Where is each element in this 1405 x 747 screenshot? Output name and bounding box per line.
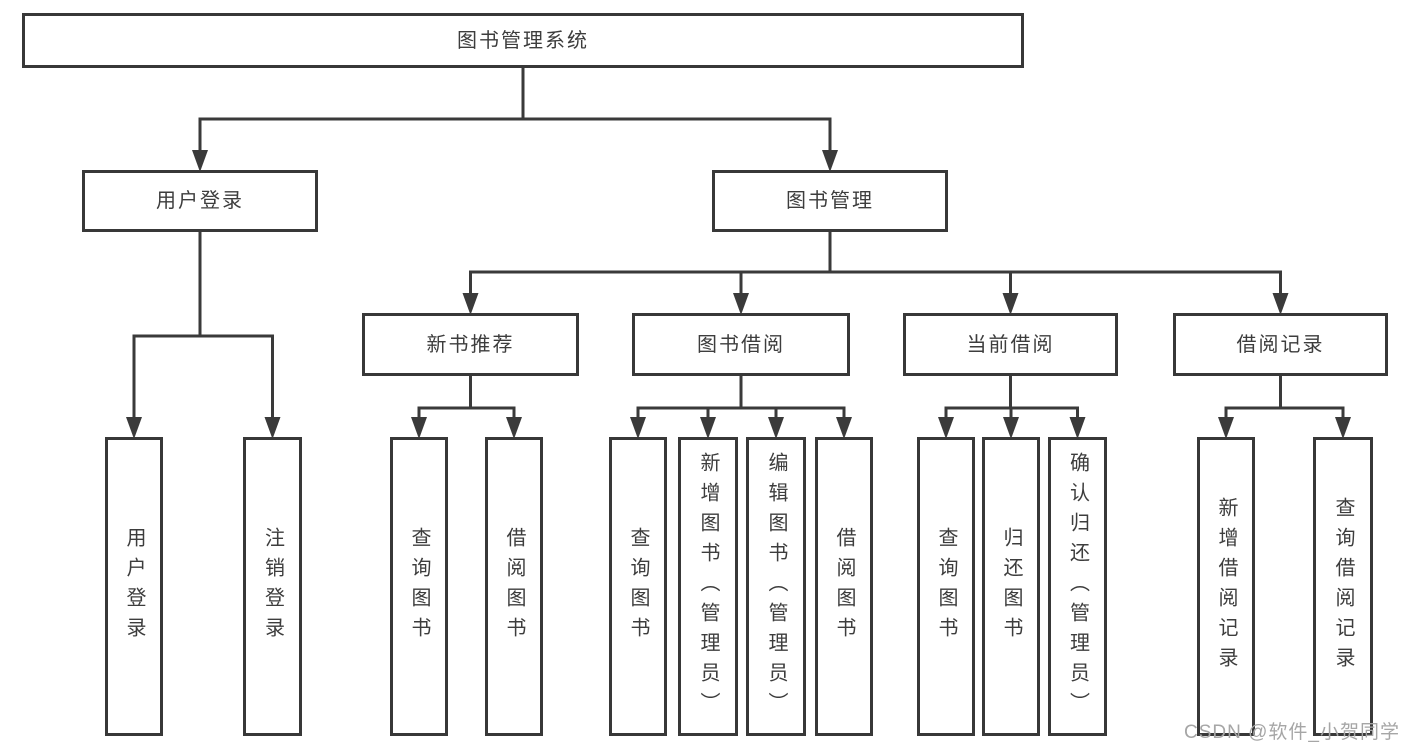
node-borrow-books-under-recommend: 借阅图书 [485,437,543,736]
arrowhead-down-icon [506,417,522,439]
node-new-book-recommendation: 新书推荐 [362,313,579,376]
node-confirm-return-admin: 确认归还（管理员） [1048,437,1107,736]
arrowhead-down-icon [1003,417,1019,439]
node-edit-book-admin: 编辑图书（管理员） [746,437,806,736]
arrowhead-down-icon [264,417,281,439]
node-borrow-books-under-borrowing: 借阅图书 [815,437,873,736]
node-query-books-under-borrowing: 查询图书 [609,437,667,736]
node-current-borrowing: 当前借阅 [903,313,1118,376]
node-book-borrowing: 图书借阅 [632,313,850,376]
node-query-books-under-current: 查询图书 [917,437,975,736]
arrowhead-down-icon [938,417,954,439]
node-add-book-admin: 新增图书（管理员） [678,437,738,736]
arrowhead-down-icon [1272,293,1289,315]
node-return-books: 归还图书 [982,437,1040,736]
arrowhead-down-icon [411,417,427,439]
arrowhead-down-icon [630,417,646,439]
arrowhead-down-icon [1335,417,1351,439]
arrowhead-down-icon [1218,417,1234,439]
arrowhead-down-icon [126,417,142,439]
node-borrowing-records: 借阅记录 [1173,313,1388,376]
arrowhead-down-icon [836,417,852,439]
arrowhead-down-icon [733,293,749,315]
node-query-borrow-record: 查询借阅记录 [1313,437,1373,736]
node-library-management-system: 图书管理系统 [22,13,1024,68]
node-logout-leaf: 注销登录 [243,437,302,736]
node-user-login: 用户登录 [82,170,318,232]
node-query-books-under-recommend: 查询图书 [390,437,448,736]
arrowhead-down-icon [462,293,479,315]
arrowhead-down-icon [822,150,838,172]
arrowhead-down-icon [1002,293,1019,315]
node-add-borrow-record: 新增借阅记录 [1197,437,1255,736]
watermark: CSDN @软件_小贺同学 [1184,722,1400,743]
arrowhead-down-icon [192,150,208,172]
arrowhead-down-icon [1069,417,1086,439]
arrowhead-down-icon [700,417,716,439]
node-book-management: 图书管理 [712,170,948,232]
arrowhead-down-icon [768,417,784,439]
node-user-login-leaf: 用户登录 [105,437,163,736]
